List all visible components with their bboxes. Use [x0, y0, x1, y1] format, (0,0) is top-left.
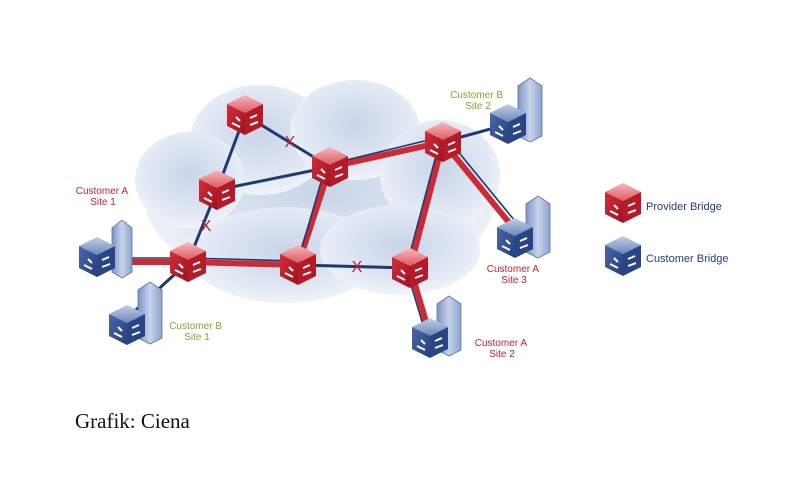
legend: Provider Bridge Customer Bridge — [605, 183, 729, 276]
site-label-customer-b-site2: Customer B Site 2 — [450, 90, 506, 112]
link — [215, 165, 332, 192]
customer-bridge-icon — [79, 237, 115, 277]
link — [296, 263, 412, 270]
customer-bridge-icon — [605, 236, 641, 276]
customer-bridge-icon — [490, 104, 526, 144]
customer-bridge-icon — [109, 305, 145, 345]
provider-bridge-icon — [280, 245, 316, 285]
legend-provider-label: Provider Bridge — [646, 201, 722, 213]
break-marker: X — [285, 134, 296, 151]
provider-bridges — [170, 95, 461, 288]
image-credit: Grafik: Ciena — [75, 409, 190, 433]
legend-customer-label: Customer Bridge — [646, 253, 729, 265]
server-tower-icon — [111, 219, 133, 279]
provider-bridge-icon — [605, 183, 641, 223]
link-break-markers: X X X — [201, 134, 363, 276]
path-blue — [446, 137, 525, 233]
customer-bridges — [79, 104, 533, 358]
break-marker: X — [201, 218, 212, 235]
provider-bridge-icon — [227, 95, 263, 135]
provider-bridge-icon — [312, 147, 348, 187]
customer-bridge-icon — [497, 218, 533, 258]
site-label-customer-a-site2: Customer A Site 2 — [475, 338, 529, 360]
provider-bridge-icon — [170, 242, 206, 282]
break-marker: X — [352, 259, 363, 276]
site-label-customer-b-site1: Customer B Site 1 — [169, 321, 225, 343]
site-labels: Customer A Site 1 Customer B Site 1 Cust… — [76, 90, 541, 360]
site-label-customer-a-site3: Customer A Site 3 — [487, 264, 541, 286]
provider-bridge-icon — [425, 122, 461, 162]
site-label-customer-a-site1: Customer A Site 1 — [76, 186, 130, 208]
provider-bridge-icon — [392, 248, 428, 288]
provider-bridge-icon — [199, 170, 235, 210]
customer-bridge-icon — [412, 318, 448, 358]
path-red — [440, 139, 523, 239]
